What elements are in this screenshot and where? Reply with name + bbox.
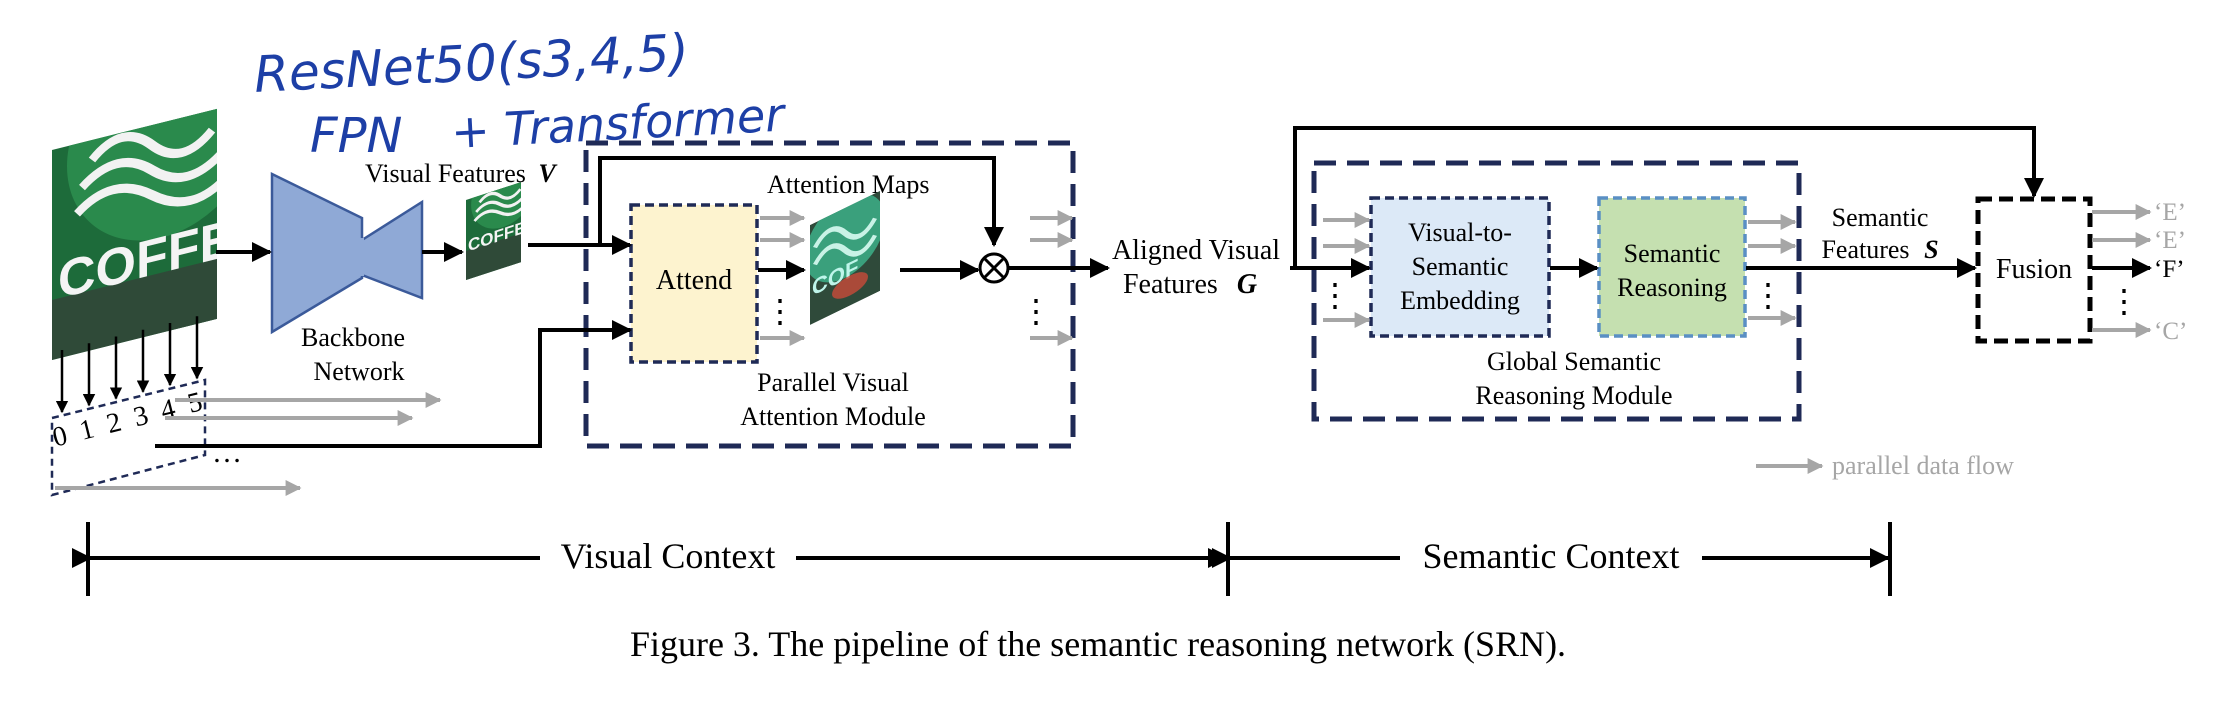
arrow-index-to-attend [155, 320, 632, 448]
input-ellipsis: … [212, 436, 242, 469]
attend-vertical-ellipsis: ⋮ [764, 293, 796, 329]
attention-maps-label: Attention Maps [767, 170, 930, 199]
semantic-features-line2: Features [1821, 235, 1909, 264]
backbone-label-line1: Backbone [301, 323, 405, 352]
embedding-label-line1: Visual-to- [1408, 218, 1512, 247]
annotation-line2-right: + Transformer [450, 87, 789, 159]
gsrm-label-line1: Global Semantic [1487, 347, 1661, 376]
pvam-label-line2: Attention Module [740, 402, 926, 431]
semantic-features-line1: Semantic [1832, 203, 1929, 232]
attend-gray-outputs [760, 210, 806, 346]
arrow-aligned-skip-to-fusion [1293, 126, 2044, 268]
input-gray-flows [55, 392, 442, 496]
annotation-line2-left: FPN [310, 108, 402, 164]
semantic-features-symbol: S [1924, 235, 1938, 264]
reasoning-gray-outputs [1748, 214, 1797, 326]
fusion-block [1975, 196, 2093, 344]
reasoning-vertical-ellipsis: ⋮ [1752, 277, 1784, 313]
visual-context-label: Visual Context [561, 536, 776, 576]
annotation-line1: ResNet50(s3,4,5) [253, 23, 691, 104]
legend-label: parallel data flow [1832, 451, 2014, 480]
fusion-output-1: ‘E’ [2154, 227, 2186, 254]
attend-label: Attend [656, 265, 732, 296]
gsrm-dashed-box [1311, 160, 1802, 422]
visual-features-symbol: V [538, 159, 558, 188]
context-bar [72, 522, 1892, 596]
embedding-label-line2: Semantic [1412, 252, 1509, 281]
reasoning-label-line1: Semantic [1624, 239, 1721, 268]
backbone-network [270, 171, 424, 335]
aligned-label-line2: Features [1123, 269, 1218, 300]
visual-features-image: COFFE [466, 182, 521, 280]
attend-block [629, 203, 759, 364]
input-image: COFFEE [32, 15, 217, 405]
multiply-gray-outputs [1030, 210, 1074, 346]
gsrm-label-line2: Reasoning Module [1475, 381, 1672, 410]
fusion-vertical-ellipsis: ⋮ [2108, 283, 2140, 319]
visual-features-text: Visual Features [365, 159, 526, 188]
arrow-features-skip-to-multiply [598, 156, 1004, 247]
fusion-label: Fusion [1996, 254, 2072, 285]
fusion-gray-outputs [2092, 204, 2152, 338]
aligned-symbol: G [1237, 269, 1257, 300]
aligned-label-line2-group: Features G [1123, 269, 1257, 300]
fusion-output-2: ‘F’ [2154, 256, 2185, 283]
visual-features-label: Visual Features V [365, 159, 558, 188]
figure-caption: Figure 3. The pipeline of the semantic r… [630, 624, 1566, 664]
backbone-label-line2: Network [314, 357, 405, 386]
pvam-dashed-box [583, 140, 1076, 449]
semantic-context-label: Semantic Context [1423, 536, 1680, 576]
semantic-features-line2-group: Features S [1821, 235, 1938, 264]
pvam-label-line1: Parallel Visual [757, 368, 909, 397]
reasoning-label-line2: Reasoning [1617, 273, 1727, 302]
embedding-gray-inputs [1323, 212, 1371, 328]
embedding-label-line3: Embedding [1400, 286, 1520, 315]
handwritten-annotation: ResNet50(s3,4,5) FPN + Transformer [253, 23, 789, 164]
aligned-label-line1: Aligned Visual [1112, 235, 1280, 266]
attention-map-image: COF [810, 190, 880, 325]
multiply-vertical-ellipsis: ⋮ [1020, 293, 1052, 329]
fusion-output-0: ‘E’ [2154, 199, 2186, 226]
multiply-node-cross-b [982, 256, 1006, 280]
embedding-vertical-ellipsis: ⋮ [1319, 277, 1351, 313]
semantic-reasoning-block [1597, 196, 1747, 338]
embedding-block [1369, 196, 1551, 338]
fusion-output-3: ‘C’ [2154, 318, 2187, 345]
